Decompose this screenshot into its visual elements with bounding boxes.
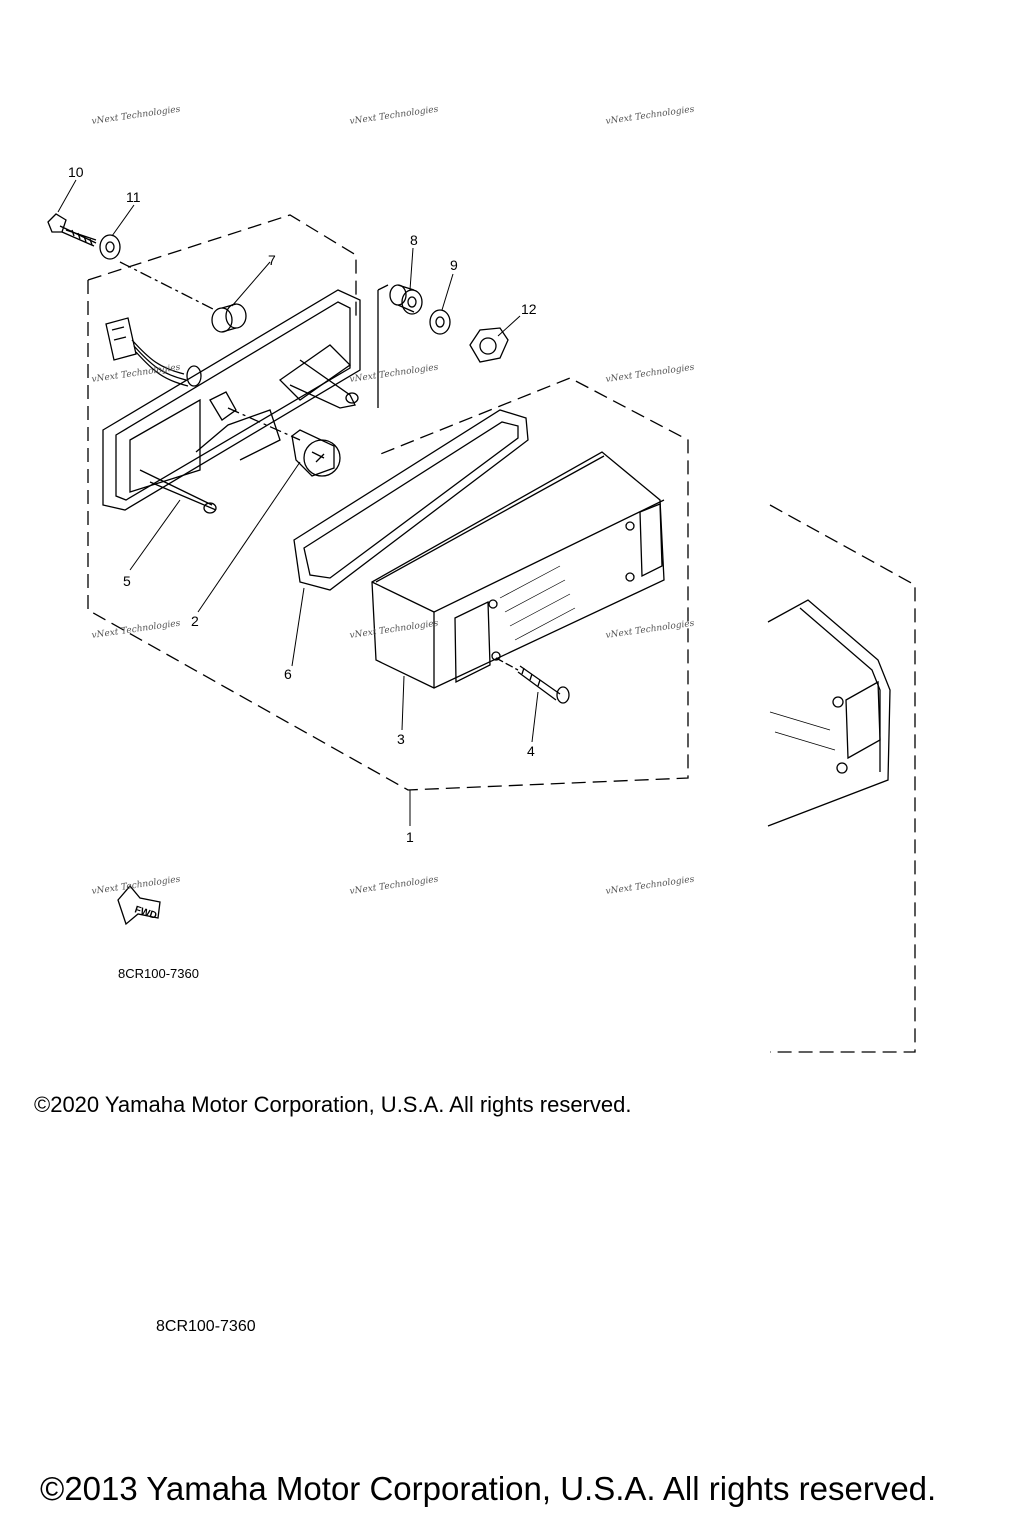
lens-detail-view xyxy=(767,599,891,827)
assembly-boundary xyxy=(87,214,916,1053)
grommet-part-7 xyxy=(211,303,247,333)
bulb-part-2 xyxy=(291,429,341,477)
screw-part-10 xyxy=(47,213,97,247)
callout-10: 10 xyxy=(68,164,84,180)
watermark: vNext Technologies xyxy=(349,619,439,641)
watermark: vNext Technologies xyxy=(349,875,439,897)
nut-part-12 xyxy=(469,327,509,363)
callout-4: 4 xyxy=(527,743,535,759)
copyright-top: ©2020 Yamaha Motor Corporation, U.S.A. A… xyxy=(34,1092,632,1117)
collar-part-8 xyxy=(389,284,423,315)
callout-12: 12 xyxy=(521,301,537,317)
callout-labels: 10 11 7 8 9 12 5 2 6 3 4 1 xyxy=(68,164,537,845)
callout-9: 9 xyxy=(450,257,458,273)
part-code-top: 8CR100-7360 xyxy=(118,966,199,981)
connector-harness xyxy=(105,317,202,387)
leader-lines xyxy=(57,179,539,826)
watermarks: vNext Technologies vNext Technologies vN… xyxy=(91,105,695,897)
watermark: vNext Technologies xyxy=(91,363,181,385)
watermark: vNext Technologies xyxy=(349,363,439,385)
callout-1: 1 xyxy=(406,829,414,845)
callout-3: 3 xyxy=(397,731,405,747)
watermark: vNext Technologies xyxy=(605,363,695,385)
fwd-arrow-icon xyxy=(117,884,161,926)
washer-part-9 xyxy=(429,309,451,335)
base-housing-part-5 xyxy=(102,289,361,514)
screw-part-4 xyxy=(517,665,570,704)
watermark: vNext Technologies xyxy=(605,619,695,641)
copyright-bottom: ©2013 Yamaha Motor Corporation, U.S.A. A… xyxy=(40,1470,937,1507)
gasket-part-6 xyxy=(293,409,529,591)
callout-11: 11 xyxy=(126,189,141,205)
callout-6: 6 xyxy=(284,666,292,682)
watermark: vNext Technologies xyxy=(605,105,695,127)
watermark: vNext Technologies xyxy=(605,875,695,897)
part-code-bottom: 8CR100-7360 xyxy=(156,1318,256,1335)
watermark: vNext Technologies xyxy=(349,105,439,127)
callout-7: 7 xyxy=(268,252,276,268)
callout-8: 8 xyxy=(410,232,418,248)
fwd-label: FWD xyxy=(133,904,158,922)
watermark: vNext Technologies xyxy=(91,105,181,127)
callout-5: 5 xyxy=(123,573,131,589)
callout-2: 2 xyxy=(191,613,199,629)
washer-part-11 xyxy=(99,234,121,260)
lens-part-3 xyxy=(371,451,665,689)
